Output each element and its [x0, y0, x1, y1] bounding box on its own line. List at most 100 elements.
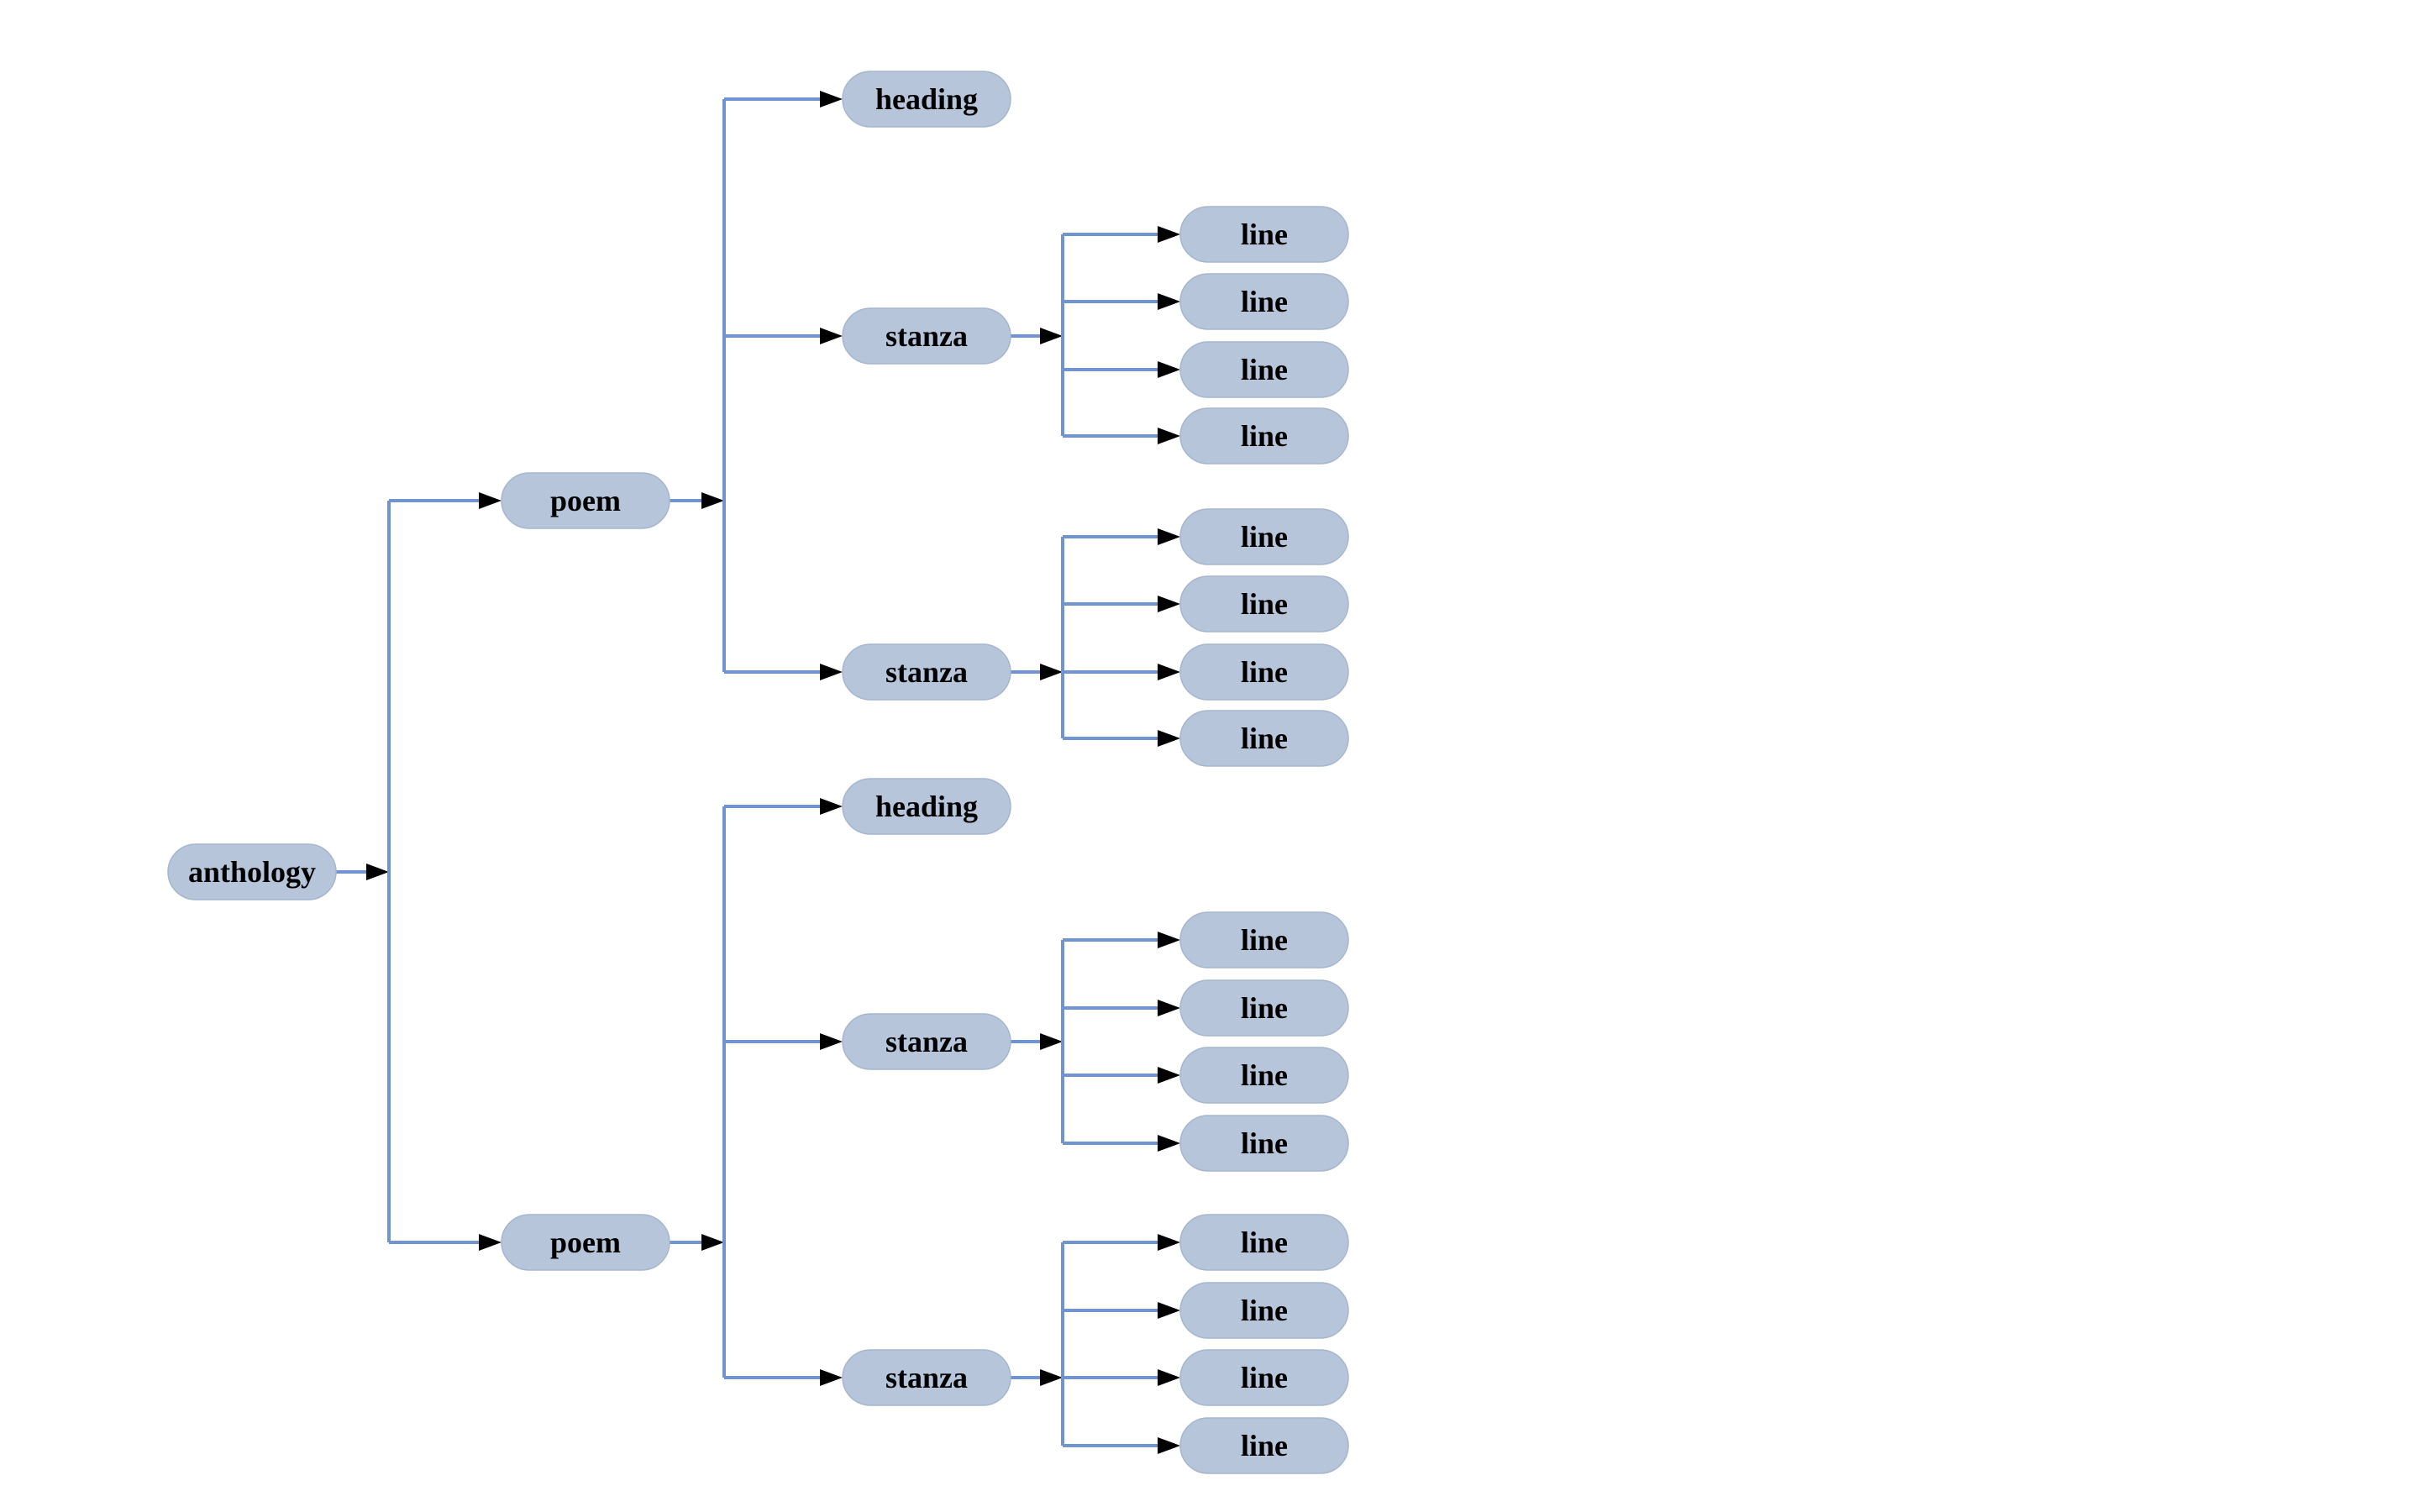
- tree-node-stanza-4: stanza: [842, 1349, 1011, 1406]
- tree-node-heading-2: heading: [842, 778, 1011, 835]
- node-shape-poem-1: [501, 472, 670, 529]
- tree-node-line-7: line: [1179, 643, 1349, 701]
- node-shape-heading-2: [842, 778, 1011, 835]
- arrowhead-icon: [1158, 1302, 1180, 1319]
- node-label-stanza-4: stanza: [885, 1361, 968, 1394]
- node-label-line-8: line: [1241, 722, 1288, 755]
- tree-node-line-14: line: [1179, 1282, 1349, 1339]
- node-shape-line-6: [1179, 575, 1349, 633]
- arrowhead-icon: [1158, 1234, 1180, 1251]
- arrowhead-icon: [701, 1234, 724, 1251]
- node-shape-line-12: [1179, 1115, 1349, 1172]
- node-shape-stanza-2: [842, 643, 1011, 701]
- arrowhead-icon: [1158, 932, 1180, 948]
- node-label-stanza-3: stanza: [885, 1025, 968, 1058]
- tree-node-line-12: line: [1179, 1115, 1349, 1172]
- edge-group-poem-1: [670, 91, 843, 680]
- arrowhead-icon: [820, 328, 843, 344]
- tree-node-line-3: line: [1179, 341, 1349, 398]
- node-label-line-7: line: [1241, 655, 1288, 689]
- node-label-heading-1: heading: [875, 82, 978, 116]
- arrowhead-icon: [1158, 730, 1180, 747]
- edge-group-stanza-4: [1011, 1234, 1180, 1454]
- node-label-poem-2: poem: [550, 1226, 621, 1259]
- arrowhead-icon: [1158, 226, 1180, 243]
- node-shape-line-15: [1179, 1349, 1349, 1406]
- arrowhead-icon: [820, 1369, 843, 1386]
- arrowhead-icon: [1158, 293, 1180, 310]
- tree-node-line-16: line: [1179, 1417, 1349, 1474]
- node-shape-line-3: [1179, 341, 1349, 398]
- arrowhead-icon: [820, 664, 843, 680]
- node-shape-stanza-3: [842, 1013, 1011, 1070]
- node-label-anthology: anthology: [188, 855, 316, 889]
- node-shape-line-13: [1179, 1214, 1349, 1271]
- tree-node-line-13: line: [1179, 1214, 1349, 1271]
- arrowhead-icon: [1158, 1067, 1180, 1084]
- node-shape-line-11: [1179, 1047, 1349, 1104]
- edge-group-stanza-1: [1011, 226, 1180, 444]
- node-label-line-14: line: [1241, 1294, 1288, 1327]
- node-shape-line-16: [1179, 1417, 1349, 1474]
- node-shape-line-7: [1179, 643, 1349, 701]
- tree-node-line-9: line: [1179, 911, 1349, 969]
- node-shape-line-1: [1179, 206, 1349, 263]
- tree-node-stanza-3: stanza: [842, 1013, 1011, 1070]
- node-label-line-10: line: [1241, 991, 1288, 1025]
- node-label-stanza-2: stanza: [885, 655, 968, 689]
- node-shape-line-9: [1179, 911, 1349, 969]
- node-label-line-11: line: [1241, 1058, 1288, 1092]
- arrowhead-icon: [1158, 1437, 1180, 1454]
- node-label-line-4: line: [1241, 419, 1288, 453]
- node-shape-anthology: [167, 843, 337, 900]
- tree-node-poem-2: poem: [501, 1214, 670, 1271]
- tree-node-poem-1: poem: [501, 472, 670, 529]
- node-label-line-5: line: [1241, 520, 1288, 554]
- node-shape-line-10: [1179, 979, 1349, 1037]
- tree-node-heading-1: heading: [842, 71, 1011, 128]
- node-label-line-15: line: [1241, 1361, 1288, 1394]
- node-shape-line-2: [1179, 273, 1349, 330]
- node-label-line-12: line: [1241, 1126, 1288, 1160]
- arrowhead-icon: [1040, 664, 1063, 680]
- node-label-poem-1: poem: [550, 484, 621, 517]
- arrowhead-icon: [701, 492, 724, 509]
- arrowhead-icon: [1158, 1000, 1180, 1016]
- node-shape-line-14: [1179, 1282, 1349, 1339]
- tree-node-line-15: line: [1179, 1349, 1349, 1406]
- arrowhead-icon: [1158, 528, 1180, 545]
- node-label-line-6: line: [1241, 587, 1288, 621]
- node-label-line-3: line: [1241, 353, 1288, 386]
- arrowhead-icon: [820, 91, 843, 108]
- tree-node-anthology: anthology: [167, 843, 337, 900]
- node-label-line-13: line: [1241, 1226, 1288, 1259]
- tree-node-stanza-2: stanza: [842, 643, 1011, 701]
- node-label-stanza-1: stanza: [885, 319, 968, 353]
- node-label-line-16: line: [1241, 1429, 1288, 1462]
- tree-node-line-1: line: [1179, 206, 1349, 263]
- tree-node-line-5: line: [1179, 508, 1349, 565]
- node-shape-line-8: [1179, 710, 1349, 767]
- arrowhead-icon: [479, 1234, 502, 1251]
- arrowhead-icon: [1158, 361, 1180, 378]
- arrowhead-icon: [1158, 428, 1180, 444]
- edge-group-stanza-3: [1011, 932, 1180, 1152]
- tree-node-stanza-1: stanza: [842, 307, 1011, 365]
- arrowhead-icon: [1158, 596, 1180, 612]
- edge-group-poem-2: [670, 798, 843, 1386]
- tree-node-line-6: line: [1179, 575, 1349, 633]
- node-label-line-2: line: [1241, 285, 1288, 318]
- node-label-heading-2: heading: [875, 790, 978, 823]
- arrowhead-icon: [1040, 328, 1063, 344]
- tree-node-line-4: line: [1179, 407, 1349, 465]
- tree-node-line-11: line: [1179, 1047, 1349, 1104]
- arrowhead-icon: [1040, 1033, 1063, 1050]
- tree-node-line-8: line: [1179, 710, 1349, 767]
- node-shape-line-5: [1179, 508, 1349, 565]
- arrowhead-icon: [1158, 1135, 1180, 1152]
- edge-group-stanza-2: [1011, 528, 1180, 747]
- node-shape-poem-2: [501, 1214, 670, 1271]
- tree-node-line-2: line: [1179, 273, 1349, 330]
